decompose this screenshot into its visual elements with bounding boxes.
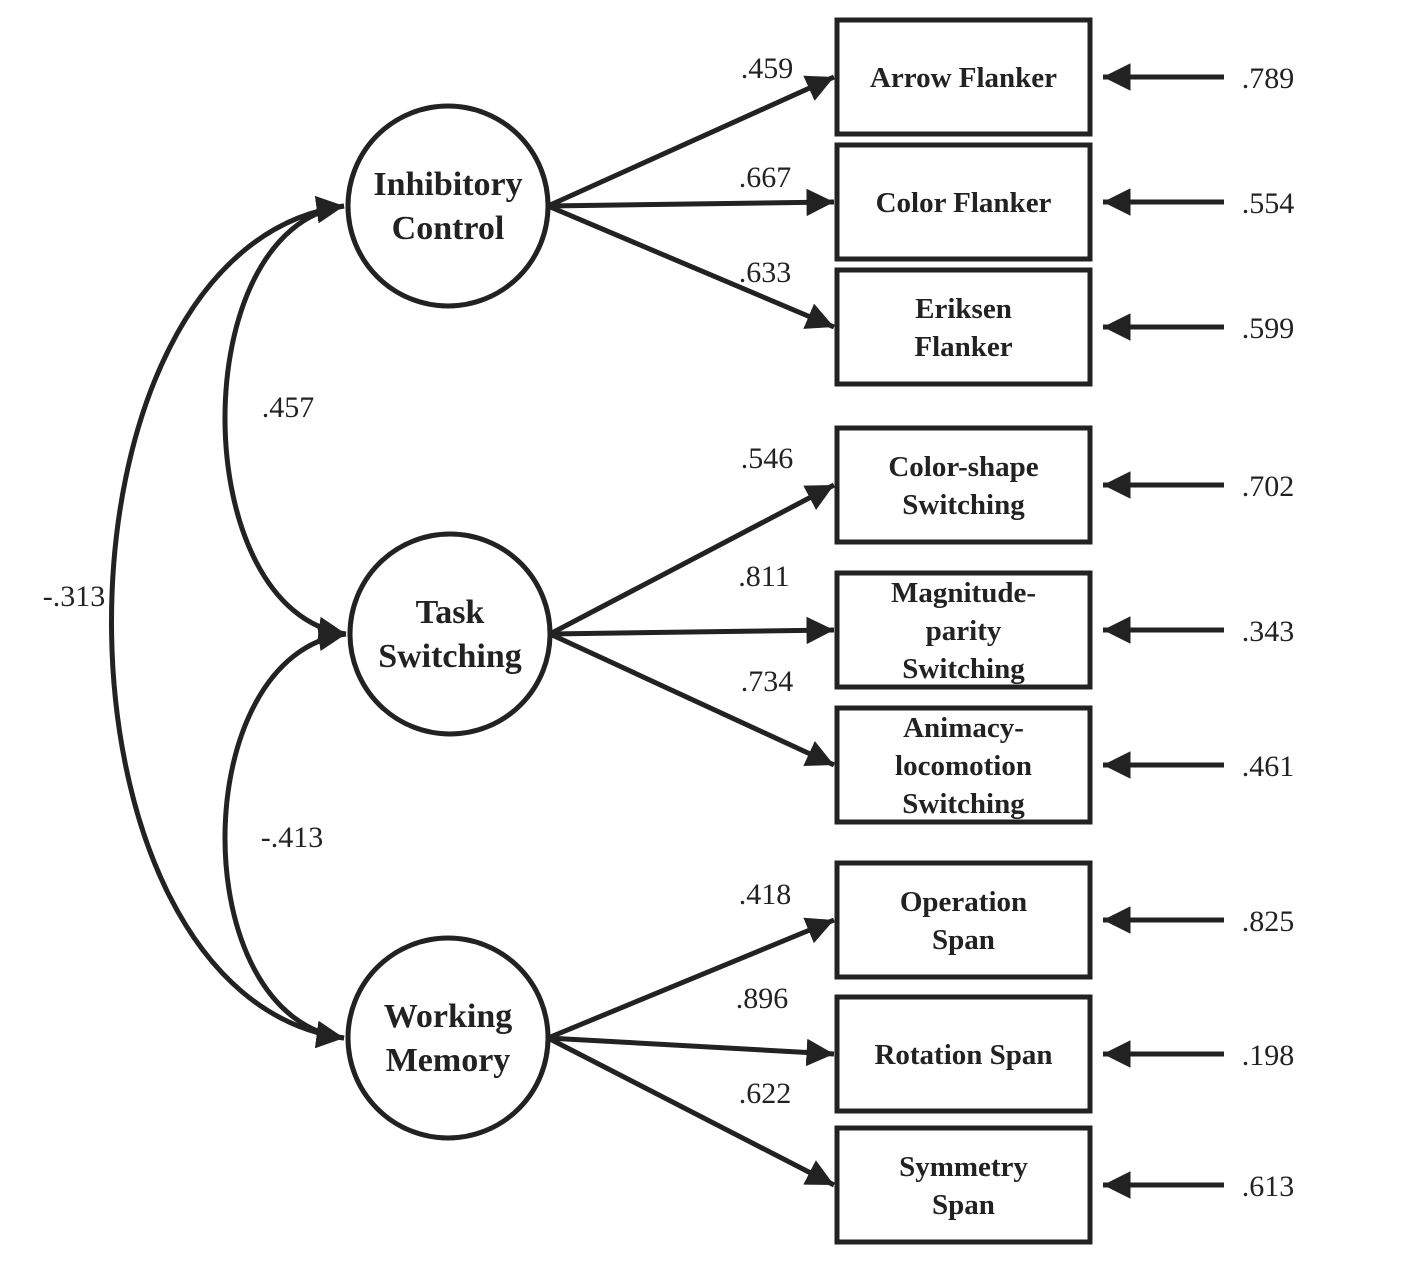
latent-circle [345, 103, 551, 309]
loading-path-arrow [549, 616, 835, 645]
indicator-label: Magnitude- [891, 577, 1036, 609]
loading-path-arrow [548, 631, 836, 768]
indicator-label: Color-shape [888, 451, 1038, 483]
correlation-value: .457 [262, 391, 315, 424]
indicator-box [834, 994, 1093, 1114]
latent-label: Task [416, 594, 485, 631]
loading-value: .667 [739, 161, 792, 194]
loading-value: .896 [736, 982, 789, 1015]
residual-value: .343 [1242, 615, 1295, 648]
indicator-box [834, 1125, 1093, 1245]
residual-value: .702 [1242, 470, 1295, 503]
indicator-label: Switching [902, 788, 1025, 820]
loading-path-arrow [546, 1035, 836, 1188]
indicator-label: Rotation Span [874, 1039, 1052, 1071]
indicator-label: Arrow Flanker [870, 62, 1057, 94]
indicator-label: Color Flanker [876, 187, 1052, 219]
latent-label: Memory [386, 1042, 511, 1079]
indicator-color-flanker: Color Flanker [834, 142, 1093, 262]
correlation-arc [109, 196, 345, 1048]
loading-value: .546 [741, 442, 794, 475]
indicator-label: Eriksen [915, 293, 1012, 325]
indicator-label: Switching [902, 489, 1025, 521]
loading-value: .734 [741, 665, 794, 698]
loading-path-arrow [546, 74, 836, 209]
indicator-box [834, 705, 1093, 825]
latent-circle [345, 935, 551, 1141]
loading-path-arrow [548, 482, 836, 637]
correlation-arc [222, 196, 347, 644]
residual-value: .613 [1242, 1170, 1295, 1203]
indicator-box [834, 570, 1093, 690]
indicator-box [834, 17, 1093, 137]
indicator-label: Span [932, 924, 995, 956]
latent-circle [347, 531, 553, 737]
latent-label: Control [392, 210, 505, 247]
residual-value: .554 [1242, 187, 1295, 220]
loading-value: .418 [739, 878, 792, 911]
indicator-arrow-flanker: Arrow Flanker [834, 17, 1093, 137]
correlation-arc [222, 623, 347, 1049]
indicator-box [834, 267, 1093, 387]
residual-value: .461 [1242, 750, 1295, 783]
latent-label: Working [384, 998, 512, 1035]
loading-value: .459 [741, 52, 794, 85]
indicator-label: Switching [902, 653, 1025, 685]
indicator-box [834, 860, 1093, 980]
indicator-label: Flanker [914, 331, 1012, 363]
correlation-value: -.313 [43, 580, 106, 613]
indicator-box [834, 142, 1093, 262]
residual-value: .599 [1242, 312, 1295, 345]
loading-value: .622 [739, 1077, 792, 1110]
residual-value: .825 [1242, 905, 1295, 938]
indicator-label: Operation [900, 886, 1027, 918]
indicator-label: parity [926, 615, 1002, 647]
indicator-label: locomotion [895, 750, 1032, 782]
loading-path-arrow [547, 1035, 835, 1067]
loading-path-arrow [547, 188, 835, 217]
loading-value: .811 [738, 560, 789, 593]
indicator-label: Animacy- [903, 712, 1024, 744]
correlation-value: -.413 [261, 821, 324, 854]
latent-label: Inhibitory [373, 166, 522, 203]
indicator-rotation-span: Rotation Span [834, 994, 1093, 1114]
residual-value: .198 [1242, 1039, 1295, 1072]
indicator-box [834, 425, 1093, 545]
loading-path-arrow [547, 203, 835, 330]
indicator-label: Symmetry [899, 1151, 1028, 1183]
loading-path-arrow [547, 917, 835, 1041]
loading-value: .633 [739, 256, 792, 289]
indicator-label: Span [932, 1189, 995, 1221]
latent-label: Switching [378, 638, 522, 675]
residual-value: .789 [1242, 62, 1295, 95]
